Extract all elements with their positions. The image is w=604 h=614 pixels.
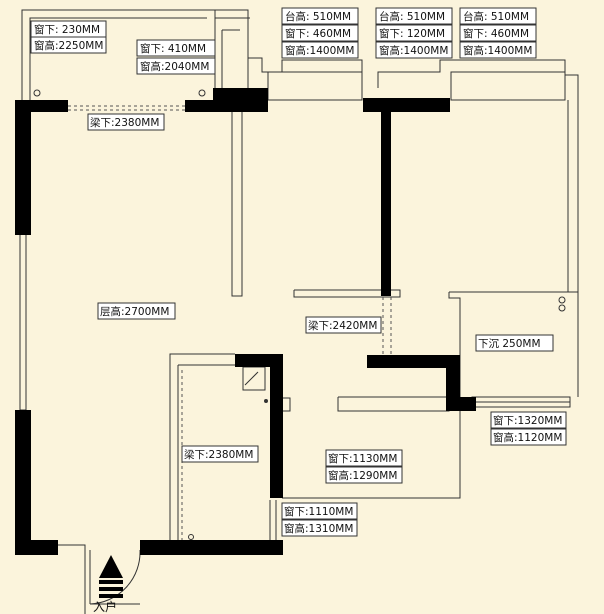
bay-window-a [267,71,363,101]
c-window-sill-label: 窗下: 460MM [463,27,529,40]
beam-kitchen-label: 梁下:2380MM [184,448,253,461]
wall [213,88,268,112]
drain-icon [33,89,41,97]
b-platform-height-label: 台高: 510MM [379,10,445,23]
drain-icon [188,534,194,540]
wall [140,540,283,555]
drain-icon [198,89,206,97]
a-window-sill-label: 窗下: 460MM [285,27,351,40]
wall [185,100,215,112]
bot-window-sill-label: 窗下:1110MM [284,505,353,518]
entrance-label: 入户 [93,599,117,614]
bath-drop-label: 下沉 250MM [478,337,541,350]
tl2-window-height-label: 窗高:2040MM [140,60,209,73]
c-platform-height-label: 台高: 510MM [463,10,529,23]
mid-window-height-label: 窗高:1290MM [328,469,397,482]
drain-icon [558,304,566,312]
wall [363,98,450,112]
b-window-sill-label: 窗下: 120MM [379,27,445,40]
wall [367,355,460,368]
bay-window-c [450,71,566,101]
drain-icon [558,296,566,304]
beam-center-label: 梁下:2420MM [308,319,377,332]
floor-height-label: 层高:2700MM [100,305,169,318]
wall [381,110,391,296]
walls [15,88,476,555]
wall [15,100,31,235]
bot-window-height-label: 窗高:1310MM [284,522,353,535]
tl2-window-sill-label: 窗下: 410MM [140,42,206,55]
wall [15,540,58,555]
wall [446,397,476,411]
mid-window-sill-label: 窗下:1130MM [328,452,397,465]
wall [270,354,283,498]
b-window-height-label: 窗高:1400MM [379,44,448,57]
br-window-height-label: 窗高:1120MM [493,431,562,444]
labels: 窗下: 230MM 窗高:2250MM 窗下: 410MM 窗高:2040MM … [34,10,562,614]
wall [15,410,31,555]
a-window-height-label: 窗高:1400MM [285,44,354,57]
beam-top-label: 梁下:2380MM [90,116,159,129]
entrance-arrow-icon[interactable] [99,555,123,598]
br-window-sill-label: 窗下:1320MM [493,414,562,427]
door-swing [89,549,141,605]
tl-window-height-label: 窗高:2250MM [34,39,103,52]
fixtures [33,89,566,540]
a-platform-height-label: 台高: 510MM [285,10,351,23]
label-boxes [30,7,567,537]
tl-window-sill-label: 窗下: 230MM [34,23,100,36]
c-window-height-label: 窗高:1400MM [463,44,532,57]
